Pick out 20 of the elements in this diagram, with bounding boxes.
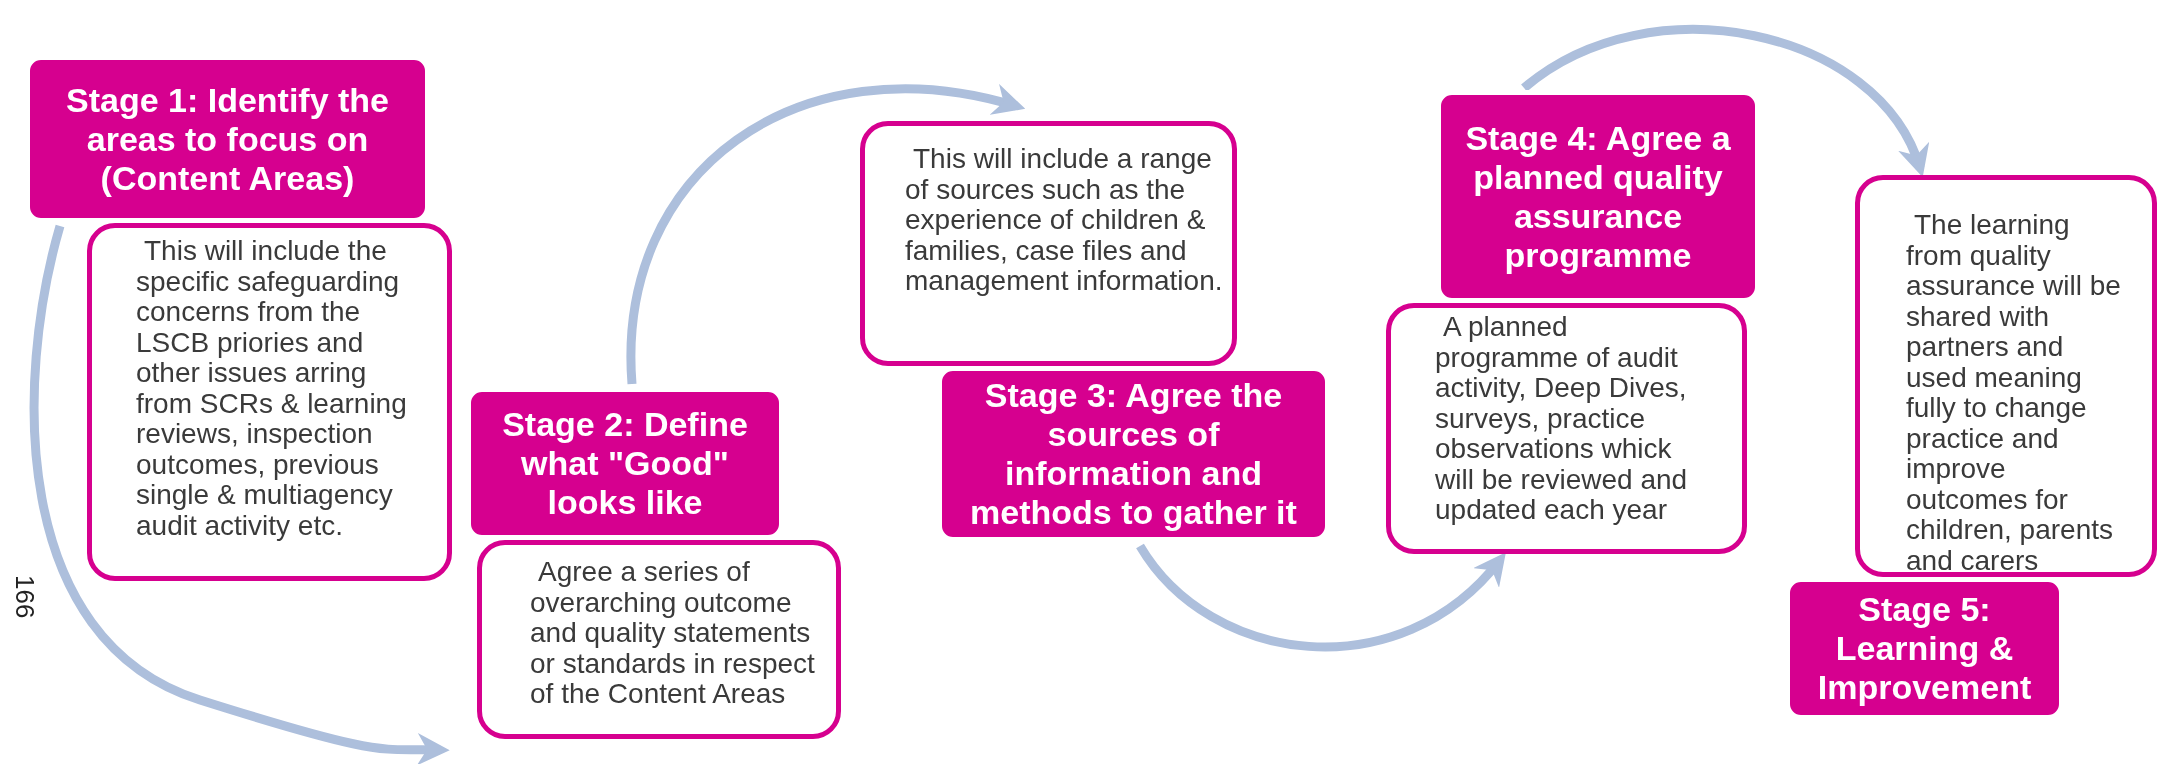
page-number: 166 [9, 575, 40, 619]
curved-arrow [29, 224, 450, 764]
curved-arrow [627, 84, 1026, 384]
description-text: The learning from quality assurance will be shared with partners and used meaning fully to change practice and improve outcomes for children, parents and carers [1906, 210, 2122, 576]
description-box [860, 121, 1237, 366]
description-text: Agree a series of overarching outcome and quality statements or standards in respect of the Content Areas [530, 557, 816, 710]
description-text: This will include a range of sources such as the experience of children & families, case files and management information. [905, 144, 1224, 297]
curved-arrow [1521, 25, 1927, 177]
description-box [477, 540, 841, 739]
curved-arrow [1136, 543, 1507, 651]
description-box [1386, 303, 1747, 554]
stage-heading: Stage 5: Learning & Improvement [1816, 590, 2033, 707]
description-text: This will include the specific safeguarding concerns from the LSCB priories and other issues arring from SCRs & learning reviews, inspection outcomes, previous single & multiagency audit activity etc. [136, 236, 408, 541]
description-box [87, 223, 452, 581]
stage-heading: Stage 3: Agree the sources of information and methods to gather it [969, 376, 1298, 532]
stage-heading: Stage 2: Define what "Good" looks like [501, 405, 749, 522]
stage-heading: Stage 1: Identify the areas to focus on (Content Areas) [64, 80, 391, 198]
stage-heading: Stage 4: Agree a planned quality assurance programme [1464, 118, 1732, 275]
description-text: A planned programme of audit activity, Deep Dives, surveys, practice observations whick will be reviewed and updated each year [1435, 312, 1689, 526]
description-box [1855, 175, 2157, 577]
